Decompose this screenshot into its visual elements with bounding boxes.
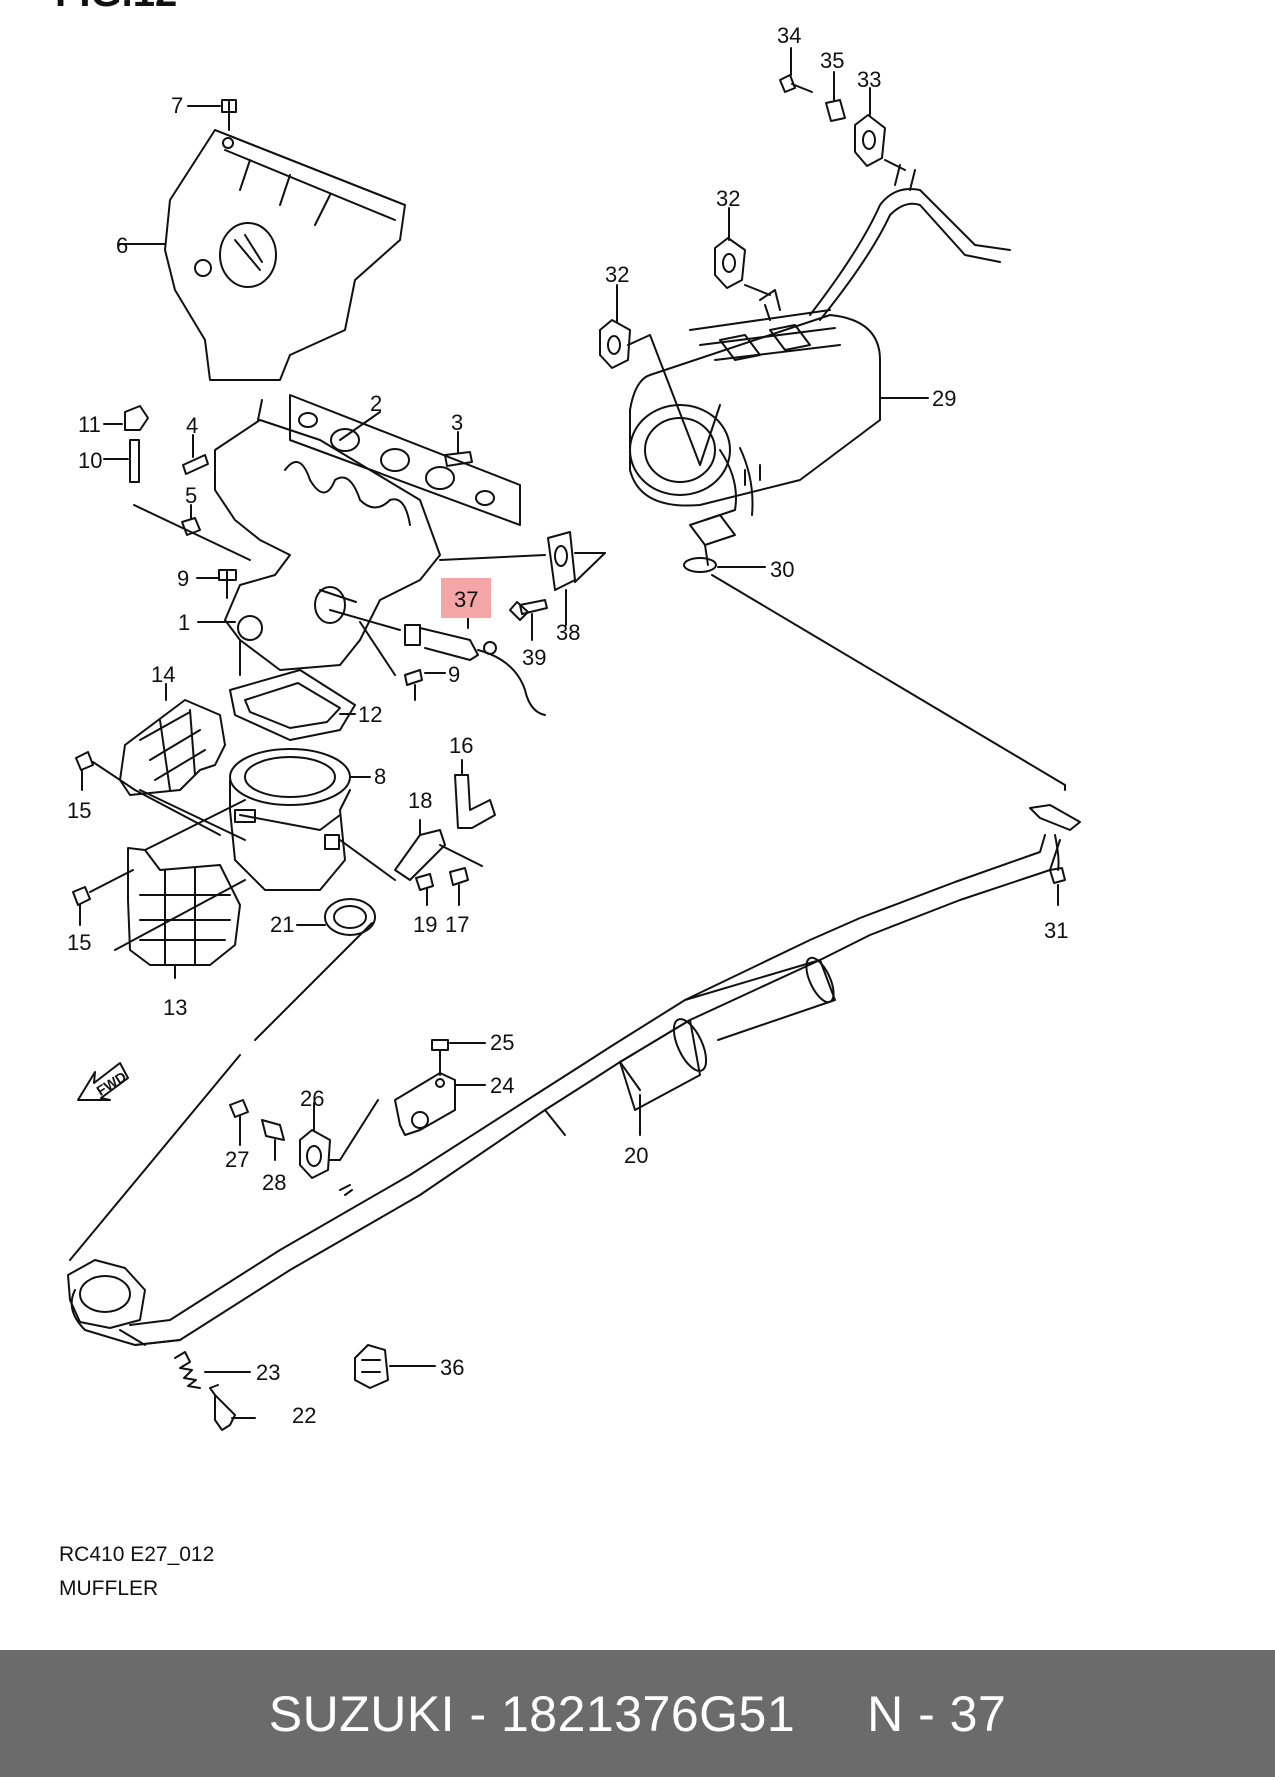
bolt-part-22 xyxy=(209,1384,256,1431)
gasket-part-30 xyxy=(683,557,766,573)
footer-part-number: SUZUKI - 1821376G51 N - 37 xyxy=(268,1685,1007,1742)
callout-35: 35 xyxy=(820,48,844,73)
callout-15-upper: 15 xyxy=(67,798,91,823)
front-pipe-part-20 xyxy=(70,804,1081,1346)
bracket-part-16 xyxy=(454,759,496,829)
diagram-title: MUFFLER xyxy=(59,1577,159,1600)
callout-3: 3 xyxy=(451,410,463,435)
callout-37: 37 xyxy=(454,587,478,612)
callout-21: 21 xyxy=(270,912,294,937)
callout-26: 26 xyxy=(300,1086,324,1111)
heat-shield-part-6 xyxy=(164,129,406,381)
gasket-part-12 xyxy=(229,669,356,741)
callout-32-left: 32 xyxy=(605,262,629,287)
callout-4: 4 xyxy=(186,413,198,438)
callout-32-right: 32 xyxy=(716,186,740,211)
bolt-part-9-lower xyxy=(404,669,446,701)
heat-shield-part-13 xyxy=(127,847,241,979)
callout-24: 24 xyxy=(490,1073,514,1098)
rubber-part-35 xyxy=(825,71,846,122)
muffler-inlet-pipe xyxy=(689,447,754,566)
spring-part-23 xyxy=(174,1351,251,1389)
connector-lines xyxy=(69,574,1066,1261)
parts-diagram: FIG.12 xyxy=(55,0,1081,1600)
manifold-gasket-part-2 xyxy=(289,394,521,526)
callout-30: 30 xyxy=(770,557,794,582)
callout-39: 39 xyxy=(522,645,546,670)
bracket-part-24 xyxy=(339,1072,486,1161)
callout-1: 1 xyxy=(178,610,190,635)
bolt-part-15-upper xyxy=(75,751,221,836)
callout-20: 20 xyxy=(624,1143,648,1168)
bolt-part-17 xyxy=(449,867,469,906)
nut-part-5 xyxy=(181,504,201,536)
callout-28: 28 xyxy=(262,1170,286,1195)
footer-bar: SUZUKI - 1821376G51 N - 37 xyxy=(0,1650,1275,1777)
callout-19: 19 xyxy=(413,912,437,937)
callout-38: 38 xyxy=(556,620,580,645)
gasket-part-21 xyxy=(296,898,376,936)
callout-33: 33 xyxy=(857,67,881,92)
stud-part-3 xyxy=(444,431,473,467)
callout-23: 23 xyxy=(256,1360,280,1385)
catalytic-converter-part-8 xyxy=(229,748,396,891)
bolt-part-7 xyxy=(187,99,237,131)
exhaust-diagram-svg: FIG.12 xyxy=(55,0,1081,1431)
callout-9-lower: 9 xyxy=(448,662,460,687)
collar-part-28 xyxy=(261,1119,285,1161)
callout-13: 13 xyxy=(163,995,187,1020)
callout-36: 36 xyxy=(440,1355,464,1380)
callout-14: 14 xyxy=(151,662,175,687)
heat-shield-part-14 xyxy=(119,683,226,796)
callout-29: 29 xyxy=(932,386,956,411)
nut-part-11 xyxy=(103,405,149,431)
callout-12: 12 xyxy=(358,702,382,727)
forward-arrow-icon xyxy=(77,1062,129,1101)
callout-25: 25 xyxy=(490,1030,514,1055)
bolt-part-4 xyxy=(182,434,209,475)
callout-22: 22 xyxy=(292,1403,316,1428)
bolt-part-27 xyxy=(229,1099,249,1146)
hanger-part-32-left xyxy=(599,284,651,369)
bolt-part-9-upper xyxy=(196,569,237,599)
callout-8: 8 xyxy=(374,764,386,789)
callout-34: 34 xyxy=(777,23,801,48)
hanger-part-32-right xyxy=(714,207,771,296)
stud-part-10 xyxy=(103,439,251,561)
bolt-part-15-lower xyxy=(72,869,134,926)
tailpipe xyxy=(759,164,1011,321)
callout-9-upper: 9 xyxy=(177,566,189,591)
callout-5: 5 xyxy=(185,483,197,508)
oxygen-sensor-part-37 xyxy=(329,609,546,716)
exhaust-manifold-part-1 xyxy=(214,399,441,676)
callout-2: 2 xyxy=(370,391,382,416)
front-flange xyxy=(67,1259,181,1346)
bracket-part-38 xyxy=(439,531,606,626)
clip-part-36 xyxy=(354,1344,436,1389)
callout-15-lower: 15 xyxy=(67,930,91,955)
callout-7: 7 xyxy=(171,93,183,118)
callout-27: 27 xyxy=(225,1147,249,1172)
bolt-part-19 xyxy=(415,873,434,906)
callout-11: 11 xyxy=(78,412,101,437)
callout-16: 16 xyxy=(449,733,473,758)
diagram-code: RC410 E27_012 xyxy=(59,1543,215,1566)
callout-6: 6 xyxy=(116,233,128,258)
highlight-box xyxy=(441,578,491,618)
fig-label: FIG.12 xyxy=(55,0,177,15)
bracket-part-18 xyxy=(394,819,483,881)
callout-31: 31 xyxy=(1044,918,1068,943)
rear-muffler-part-29 xyxy=(629,309,929,507)
bolt-part-34 xyxy=(779,47,813,93)
bolt-part-39 xyxy=(509,599,548,641)
callout-10: 10 xyxy=(78,448,102,473)
bolt-part-25 xyxy=(431,1039,486,1076)
hanger-part-33 xyxy=(854,87,906,171)
callout-18: 18 xyxy=(408,788,432,813)
hanger-part-26 xyxy=(299,1102,353,1196)
callout-17: 17 xyxy=(445,912,469,937)
